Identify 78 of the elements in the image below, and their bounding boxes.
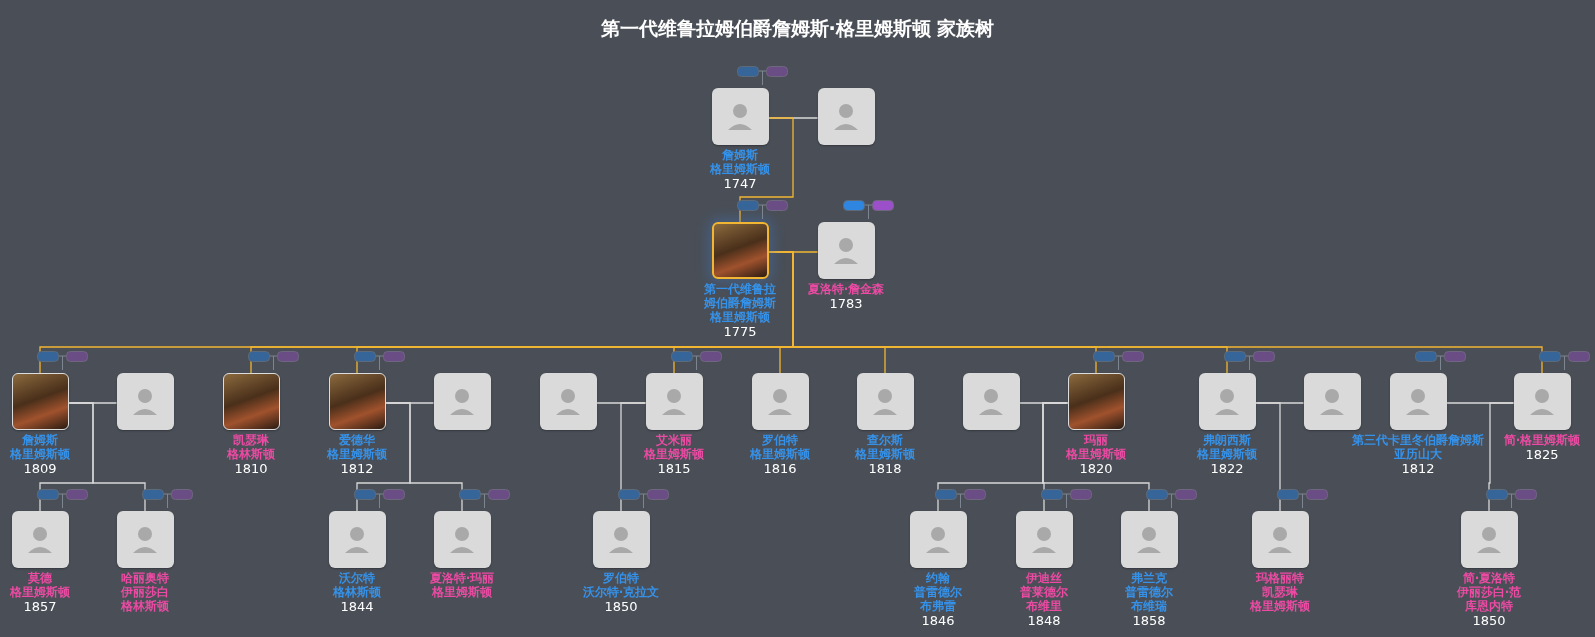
- person-name: 罗伯特: [761, 433, 799, 447]
- birth-year: 1810: [234, 461, 268, 476]
- birth-year: 1783: [829, 296, 863, 311]
- person-name: 夏洛特·詹金森: [806, 282, 886, 296]
- person-name: 伊丽莎白: [120, 585, 170, 599]
- person-name: 格里姆斯顿: [1249, 599, 1311, 613]
- person-name: 伊丽莎白·范: [1455, 585, 1523, 599]
- person-name: 布维里: [1025, 599, 1063, 613]
- birth-year: 1846: [921, 613, 955, 628]
- birth-year: 1850: [1472, 613, 1506, 628]
- person-name: 库恩内特: [1464, 599, 1514, 613]
- birth-year: 1815: [657, 461, 691, 476]
- person-name: 格里姆斯顿: [1196, 447, 1258, 461]
- person-name: 凯瑟琳: [1261, 585, 1299, 599]
- person-name: 玛格丽特: [1254, 571, 1305, 585]
- person-name: 普莱德尔: [1019, 585, 1069, 599]
- birth-year: 1816: [763, 461, 797, 476]
- connector-line: [1042, 402, 1150, 512]
- person-name: 格里姆斯顿: [9, 585, 71, 599]
- birth-year: 1820: [1079, 461, 1113, 476]
- person-name: 格里姆斯顿: [709, 162, 771, 176]
- person-name: 格林斯顿: [332, 585, 382, 599]
- connector-line: [739, 117, 794, 223]
- birth-year: 1822: [1210, 461, 1244, 476]
- person-name: 普雷德尔: [1124, 585, 1174, 599]
- person-name: 沃尔特·克拉文: [581, 585, 661, 599]
- person-name: 亚历山大: [1393, 447, 1443, 461]
- birth-year: 1775: [723, 324, 757, 339]
- birth-year: 1812: [340, 461, 374, 476]
- person-name: 玛丽: [1082, 433, 1109, 447]
- person-name: 哈丽奥特: [120, 571, 170, 585]
- connector-line: [384, 402, 463, 512]
- person-name: 格里姆斯顿: [9, 447, 71, 461]
- person-name: 格里姆斯顿: [709, 310, 771, 324]
- person-name: 弗兰克: [1130, 571, 1168, 585]
- person-name: 格林斯顿: [226, 447, 276, 461]
- person-name: 格里姆斯顿: [643, 447, 705, 461]
- person-name: 查尔斯: [866, 433, 904, 447]
- person-name: 爱德华: [338, 433, 376, 447]
- person-name: 格林斯顿: [120, 599, 170, 613]
- connector-line: [1488, 402, 1515, 512]
- person-name: 简·格里姆斯顿: [1502, 433, 1582, 447]
- person-name: 格里姆斯顿: [431, 585, 493, 599]
- person-name: 约翰: [925, 571, 951, 585]
- connector-line: [1254, 402, 1281, 512]
- person-name: 罗伯特: [602, 571, 640, 585]
- birth-year: 1858: [1132, 613, 1166, 628]
- birth-year: 1809: [23, 461, 57, 476]
- birth-year: 1812: [1401, 461, 1435, 476]
- diagram-title: 第一代维鲁拉姆伯爵詹姆斯·格里姆斯顿 家族树: [599, 16, 996, 41]
- connector-line: [620, 402, 647, 512]
- birth-year: 1844: [340, 599, 374, 614]
- person-name: 简·夏洛特: [1461, 571, 1517, 585]
- person-name: 莫德: [27, 571, 53, 585]
- connector-line: [67, 402, 146, 512]
- person-name: 第一代维鲁拉姆伯爵詹姆斯: [704, 282, 776, 310]
- birth-year: 1825: [1525, 447, 1559, 462]
- person-name: 布弗雷: [919, 599, 957, 613]
- person-name: 格里姆斯顿: [854, 447, 916, 461]
- person-name: 艾米丽: [655, 433, 693, 447]
- person-name: 布维瑞: [1130, 599, 1168, 613]
- birth-year: 1850: [604, 599, 638, 614]
- person-name: 格里姆斯顿: [326, 447, 388, 461]
- person-name: 伊迪丝: [1025, 571, 1063, 585]
- person-name: 弗朗西斯: [1202, 433, 1252, 447]
- birth-year: 1747: [723, 176, 757, 191]
- person-name: 第三代卡里冬伯爵詹姆斯: [1351, 433, 1485, 447]
- person-name: 詹姆斯: [721, 148, 759, 162]
- person-name: 格里姆斯顿: [749, 447, 811, 461]
- person-name: 夏洛特·玛丽: [428, 571, 496, 585]
- person-name: 格里姆斯顿: [1065, 447, 1127, 461]
- birth-year: 1818: [868, 461, 902, 476]
- person-name: 詹姆斯: [21, 433, 59, 447]
- birth-year: 1857: [23, 599, 57, 614]
- birth-year: 1848: [1027, 613, 1061, 628]
- person-name: 凯瑟琳: [232, 433, 270, 447]
- person-name: 沃尔特: [338, 571, 376, 585]
- person-name: 普雷德尔: [913, 585, 963, 599]
